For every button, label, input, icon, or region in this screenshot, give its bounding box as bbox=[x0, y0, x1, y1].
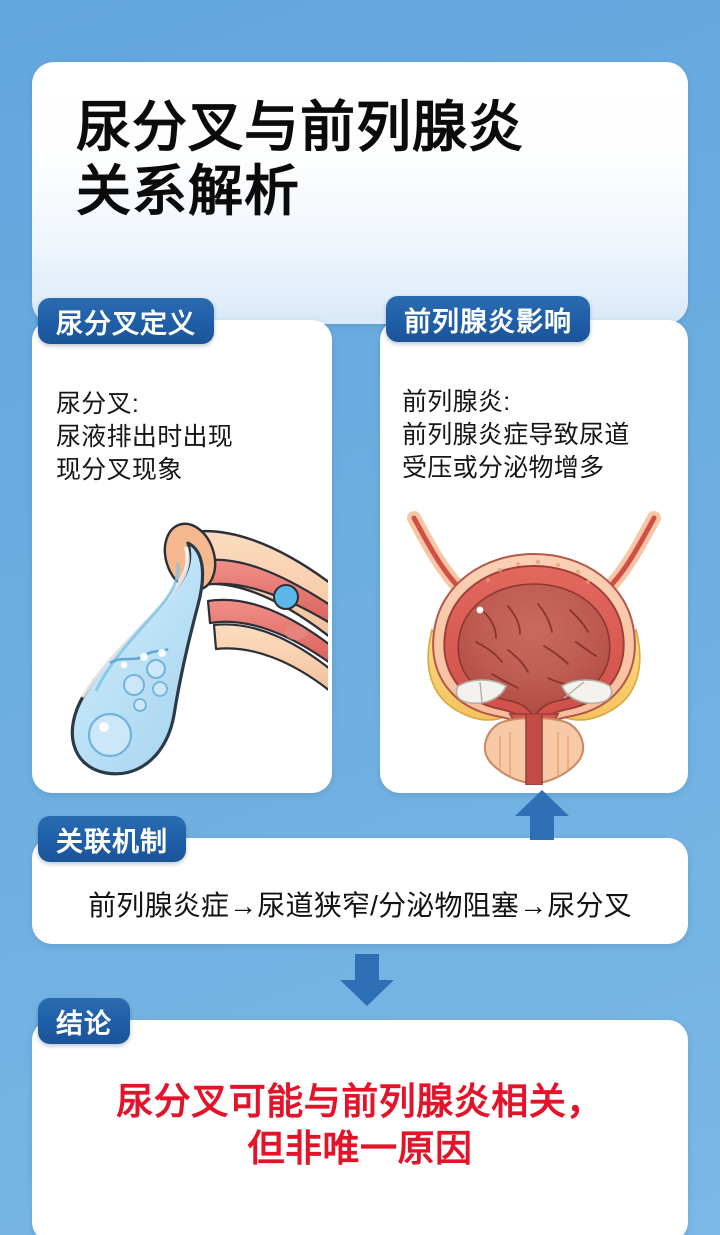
section-badge-prostatitis: 前列腺炎影响 bbox=[386, 296, 590, 342]
card-definition: 尿分叉: 尿液排出时出现 现分叉现象 bbox=[32, 320, 332, 793]
page-title: 尿分叉与前列腺炎 关系解析 bbox=[76, 96, 525, 222]
urine-stream-urethra-diagram bbox=[38, 505, 332, 785]
prostatitis-body-text: 前列腺炎: 前列腺炎症导致尿道 受压或分泌物增多 bbox=[402, 388, 630, 482]
bladder-prostate-cross-section-diagram bbox=[388, 500, 680, 786]
section-badge-conclusion: 结论 bbox=[38, 998, 130, 1044]
card-prostatitis: 前列腺炎: 前列腺炎症导致尿道 受压或分泌物增多 bbox=[380, 320, 688, 793]
definition-body-text: 尿分叉: 尿液排出时出现 现分叉现象 bbox=[56, 390, 234, 484]
arrow-up-icon bbox=[513, 788, 571, 845]
mechanism-flow-text: 前列腺炎症→尿道狭窄/分泌物阻塞→尿分叉 bbox=[88, 890, 632, 921]
section-badge-definition: 尿分叉定义 bbox=[38, 298, 214, 344]
hero-panel: 尿分叉与前列腺炎 关系解析 bbox=[32, 62, 688, 324]
arrow-down-icon bbox=[338, 954, 396, 1013]
card-conclusion: 尿分叉可能与前列腺炎相关， 但非唯一原因 bbox=[32, 1020, 688, 1235]
conclusion-text: 尿分叉可能与前列腺炎相关， 但非唯一原因 bbox=[116, 1081, 604, 1170]
section-badge-mechanism: 关联机制 bbox=[38, 816, 186, 862]
